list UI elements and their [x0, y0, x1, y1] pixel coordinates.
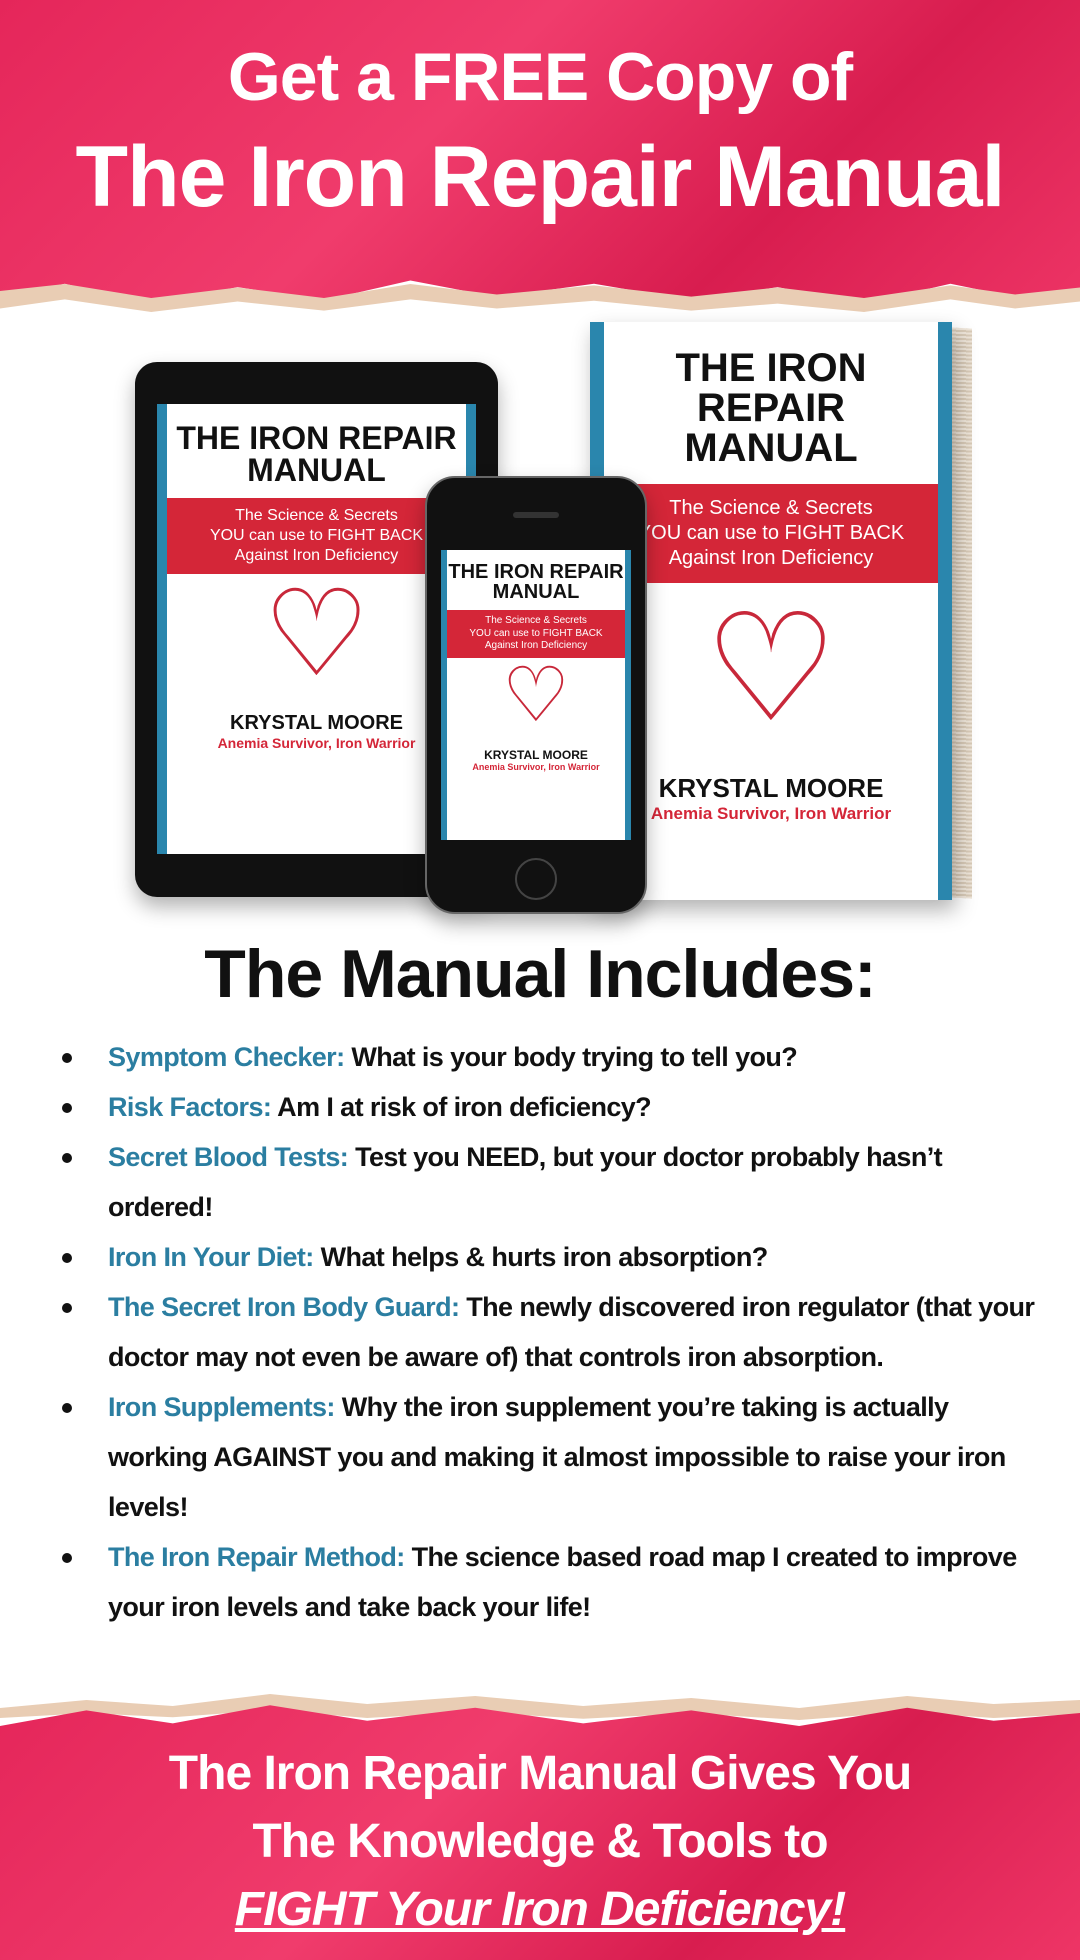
footer-line2: The Knowledge & Tools to: [252, 1815, 828, 1868]
section-title: The Manual Includes:: [204, 936, 876, 1012]
book-title2: MANUAL: [492, 581, 580, 603]
book-subtitle: The Science & Secrets: [669, 497, 873, 519]
list-item: Iron In Your Diet: What helps & hurts ir…: [60, 1232, 1040, 1282]
headline-line1: Get a FREE Copy of: [227, 39, 853, 115]
list-item: Iron Supplements: Why the iron supplemen…: [60, 1382, 1040, 1532]
book-title: THE IRON REPAIR: [448, 561, 624, 583]
book-subtitle: The Science & Secrets: [485, 615, 587, 626]
book-subtitle: Against Iron Deficiency: [484, 640, 588, 651]
book-title2: MANUAL: [684, 426, 858, 470]
paperback-book: THE IRON REPAIR MANUAL The Science & Sec…: [590, 322, 972, 900]
bottom-banner: [0, 1705, 1080, 1960]
list-item: Secret Blood Tests: Test you NEED, but y…: [60, 1132, 1040, 1232]
book-tagline: Anemia Survivor, Iron Warrior: [472, 761, 600, 772]
headline-line2: The Iron Repair Manual: [75, 129, 1006, 225]
footer-line1: The Iron Repair Manual Gives You: [168, 1747, 912, 1800]
book-tagline: Anemia Survivor, Iron Warrior: [650, 804, 892, 823]
footer-line3: FIGHT Your Iron Deficiency!: [234, 1883, 846, 1936]
book-subtitle: YOU can use to FIGHT BACK: [637, 522, 905, 544]
book-subtitle: YOU can use to FIGHT BACK: [469, 627, 603, 639]
book-author: KRYSTAL MOORE: [230, 712, 403, 734]
book-title: THE IRON REPAIR: [176, 420, 457, 456]
book-subtitle: YOU can use to FIGHT BACK: [209, 527, 424, 544]
list-item: Symptom Checker: What is your body tryin…: [60, 1032, 1040, 1082]
phone-device: THE IRON REPAIR MANUAL The Science & Sec…: [425, 476, 647, 914]
book-title: THE IRON REPAIR: [675, 346, 867, 430]
list-item: The Secret Iron Body Guard: The newly di…: [60, 1282, 1040, 1382]
book-title2: MANUAL: [247, 452, 386, 488]
includes-list: Symptom Checker: What is your body tryin…: [60, 1032, 1040, 1632]
heart-infinity-icon: ♡: [501, 652, 571, 738]
list-item: Risk Factors: Am I at risk of iron defic…: [60, 1082, 1040, 1132]
heart-infinity-icon: ♡: [262, 567, 371, 701]
book-subtitle: Against Iron Deficiency: [234, 547, 399, 564]
list-item: The Iron Repair Method: The science base…: [60, 1532, 1040, 1632]
book-author: KRYSTAL MOORE: [484, 747, 588, 762]
book-author: KRYSTAL MOORE: [658, 773, 884, 803]
heart-infinity-icon: ♡: [703, 584, 839, 752]
book-tagline: Anemia Survivor, Iron Warrior: [217, 735, 416, 751]
book-subtitle: Against Iron Deficiency: [668, 547, 874, 569]
home-button-icon: [515, 858, 557, 900]
book-subtitle: The Science & Secrets: [235, 507, 398, 524]
top-banner: [0, 0, 1080, 304]
